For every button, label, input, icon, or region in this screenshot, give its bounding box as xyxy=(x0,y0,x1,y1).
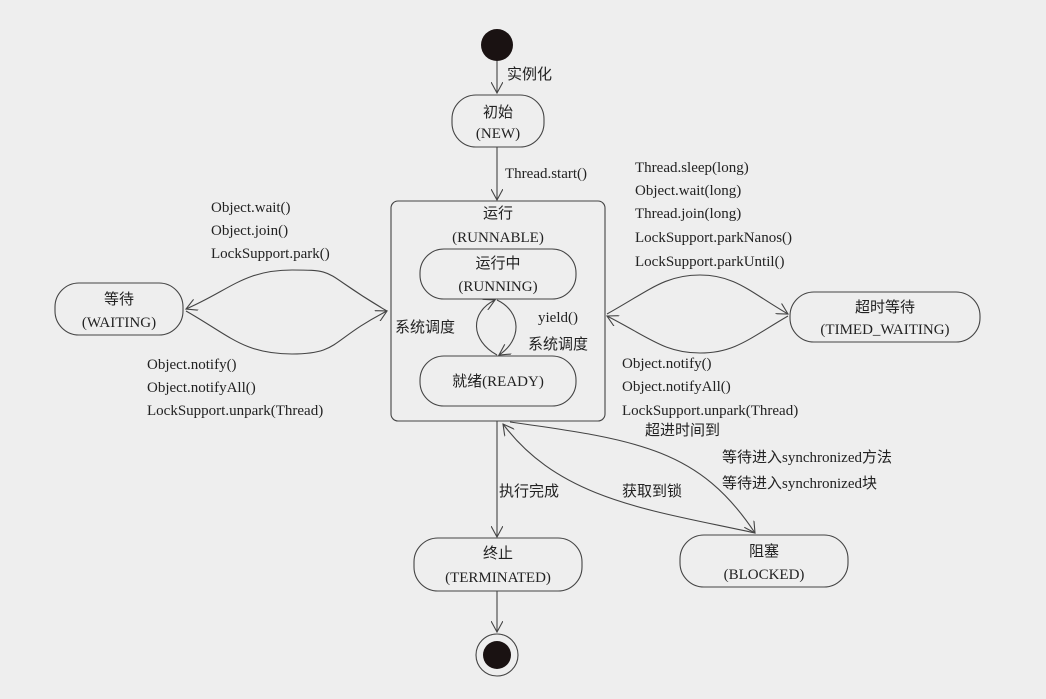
from-timed-waiting-label: Object.notifyAll() xyxy=(622,379,731,395)
instantiate-label: 实例化 xyxy=(507,66,552,83)
state-terminated-zh: 终止 xyxy=(483,545,513,562)
to-waiting-labels: Object.wait() Object.join() LockSupport.… xyxy=(211,200,330,262)
to-timed-waiting-arrow xyxy=(606,274,788,314)
to-terminated-label: 执行完成 xyxy=(499,483,559,500)
from-timed-waiting-label: LockSupport.unpark(Thread) xyxy=(622,403,798,419)
state-timed-waiting xyxy=(789,291,981,343)
from-timed-waiting-arrow xyxy=(607,316,789,354)
final-node xyxy=(483,641,511,669)
state-waiting xyxy=(54,282,184,336)
from-waiting-labels: Object.notify() Object.notifyAll() LockS… xyxy=(147,357,323,419)
state-new xyxy=(451,94,545,148)
from-waiting-arrow xyxy=(185,311,387,355)
state-terminated-en: (TERMINATED) xyxy=(445,570,551,586)
blocked-to-runnable-arrow xyxy=(503,424,756,534)
state-timed-waiting-zh: 超时等待 xyxy=(855,298,915,316)
state-terminated xyxy=(413,537,583,592)
blocked-to-runnable-label: 获取到锁 xyxy=(622,483,682,500)
state-running-zh: 运行中 xyxy=(475,255,520,272)
state-blocked xyxy=(679,534,849,588)
state-new-en: (NEW) xyxy=(476,126,520,142)
state-runnable-en: (RUNNABLE) xyxy=(452,230,544,246)
state-ready xyxy=(419,355,577,407)
from-timed-waiting-label: Object.notify() xyxy=(622,356,712,372)
state-blocked-zh: 阻塞 xyxy=(749,542,779,560)
from-timed-waiting-labels: Object.notify() Object.notifyAll() LockS… xyxy=(622,356,798,439)
to-timed-waiting-label: Thread.join(long) xyxy=(635,206,741,222)
to-timed-waiting-labels: Thread.sleep(long) Object.wait(long) Thr… xyxy=(635,160,792,270)
state-timed-waiting-en: (TIMED_WAITING) xyxy=(820,322,949,338)
from-waiting-label: Object.notify() xyxy=(147,357,237,373)
state-new-zh: 初始 xyxy=(483,104,513,121)
to-waiting-label: LockSupport.park() xyxy=(211,246,330,262)
state-ready-label: 就绪(READY) xyxy=(452,373,544,390)
to-waiting-label: Object.wait() xyxy=(211,200,291,216)
to-timed-waiting-label: LockSupport.parkNanos() xyxy=(635,230,792,246)
state-waiting-zh: 等待 xyxy=(104,290,134,308)
to-timed-waiting-label: LockSupport.parkUntil() xyxy=(635,254,785,270)
ready-to-running-arrow xyxy=(475,300,498,356)
running-to-ready-label: 系统调度 xyxy=(528,336,588,353)
state-running-en: (RUNNING) xyxy=(458,279,537,295)
state-waiting-en: (WAITING) xyxy=(82,315,156,331)
initial-node xyxy=(481,29,513,61)
to-blocked-arrow xyxy=(509,421,755,533)
ready-to-running-label: 系统调度 xyxy=(395,319,455,336)
from-waiting-label: LockSupport.unpark(Thread) xyxy=(147,403,323,419)
to-blocked-label: 等待进入synchronized块 xyxy=(722,474,877,492)
from-waiting-label: Object.notifyAll() xyxy=(147,380,256,396)
yield-label: yield() xyxy=(538,310,578,326)
running-to-ready-arrow xyxy=(496,299,517,355)
to-blocked-label: 等待进入synchronized方法 xyxy=(722,448,892,466)
start-label: Thread.start() xyxy=(505,166,587,182)
state-running xyxy=(419,248,577,300)
to-waiting-arrow xyxy=(186,269,388,312)
state-runnable-zh: 运行 xyxy=(483,205,513,222)
state-blocked-en: (BLOCKED) xyxy=(724,567,805,583)
to-waiting-label: Object.join() xyxy=(211,223,288,239)
to-timed-waiting-label: Object.wait(long) xyxy=(635,183,741,199)
timeout-label: 超进时间到 xyxy=(645,422,720,439)
to-timed-waiting-label: Thread.sleep(long) xyxy=(635,160,749,176)
